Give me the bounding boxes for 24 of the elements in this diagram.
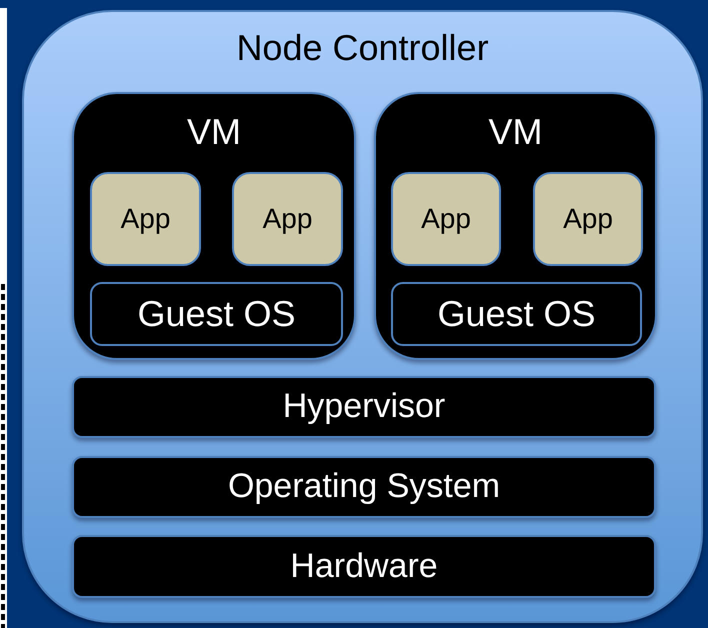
layer-bar	[72, 535, 656, 598]
node-label: VM	[488, 112, 542, 152]
layer-bar	[72, 456, 656, 518]
node-label: App	[262, 204, 312, 234]
node-label: VM	[187, 112, 241, 152]
node-label: App	[563, 204, 613, 234]
node-label: Hardware	[290, 548, 438, 586]
app-box	[232, 172, 343, 266]
node-label: Node Controller	[236, 28, 489, 68]
node-label: Operating System	[228, 468, 500, 506]
vm-box	[72, 92, 356, 360]
guest-os-box	[90, 282, 343, 346]
node-label: Guest OS	[437, 294, 596, 334]
vm-box	[374, 92, 657, 360]
app-box	[533, 172, 643, 266]
layer-bar	[72, 376, 656, 438]
app-box	[90, 172, 201, 266]
node-label: App	[120, 204, 170, 234]
node-controller-panel	[22, 10, 703, 623]
app-box	[391, 172, 501, 266]
guest-os-box	[391, 282, 642, 346]
node-label: Guest OS	[137, 294, 296, 334]
node-label: App	[421, 204, 471, 234]
node-label: Hypervisor	[282, 388, 446, 426]
